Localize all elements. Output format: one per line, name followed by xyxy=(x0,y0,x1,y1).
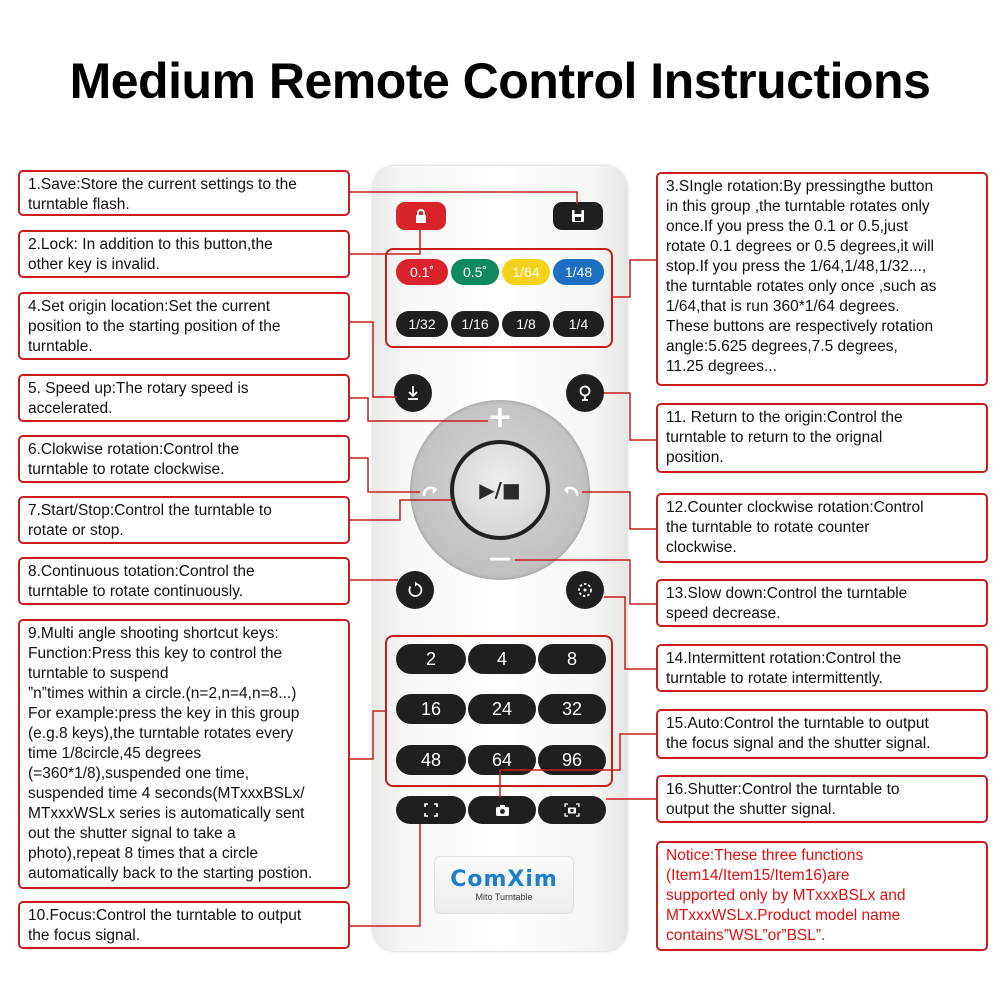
note-lock: 2.Lock: In addition to this button,the o… xyxy=(18,230,350,278)
start-stop-button[interactable]: ▶/■ xyxy=(450,440,550,540)
intermittent-rotation-icon xyxy=(578,583,592,597)
note-multi-angle: 9.Multi angle shooting shortcut keys: Fu… xyxy=(18,619,350,889)
rotate-1-32-button[interactable]: 1/32 xyxy=(396,311,448,337)
note-counter-clockwise: 12.Counter clockwise rotation:Control th… xyxy=(656,493,988,563)
rotate-1-48-button[interactable]: 1/48 xyxy=(553,259,604,285)
multi-angle-32-button[interactable]: 32 xyxy=(538,694,606,724)
camera-icon xyxy=(495,804,509,816)
note-shutter: 16.Shutter:Control the turntable to outp… xyxy=(656,775,988,823)
note-auto: 15.Auto:Control the turntable to output … xyxy=(656,709,988,759)
lock-icon xyxy=(416,209,426,223)
multi-angle-48-button[interactable]: 48 xyxy=(396,745,466,775)
rotate-1-8-button[interactable]: 1/8 xyxy=(502,311,550,337)
return-origin-icon xyxy=(579,385,591,401)
speed-up-button[interactable]: + xyxy=(487,400,513,435)
note-speed-up: 5. Speed up:The rotary speed is accelera… xyxy=(18,374,350,422)
return-origin-button[interactable] xyxy=(566,374,604,412)
slow-down-button[interactable]: — xyxy=(489,546,511,571)
multi-angle-4-button[interactable]: 4 xyxy=(468,644,536,674)
continuous-rotation-button[interactable] xyxy=(396,571,434,609)
focus-button[interactable] xyxy=(396,796,466,824)
multi-angle-16-button[interactable]: 16 xyxy=(396,694,466,724)
multi-angle-64-button[interactable]: 64 xyxy=(468,745,536,775)
multi-angle-group xyxy=(385,635,613,787)
shutter-button[interactable] xyxy=(538,796,606,824)
counter-clockwise-arrow-icon xyxy=(564,486,579,497)
rotate-1-16-button[interactable]: 1/16 xyxy=(451,311,499,337)
note-slow-down: 13.Slow down:Control the turntable speed… xyxy=(656,579,988,627)
intermittent-rotation-button[interactable] xyxy=(566,571,604,609)
floppy-disk-icon xyxy=(572,210,584,222)
rotate-0.5-button[interactable]: 0.5˚ xyxy=(451,259,499,285)
note-return-origin: 11. Return to the origin:Control the tur… xyxy=(656,403,988,473)
focus-icon xyxy=(424,803,438,817)
auto-button[interactable] xyxy=(468,796,536,824)
note-single-rotation: 3.SIngle rotation:By pressingthe button … xyxy=(656,172,988,386)
rotate-1-64-button[interactable]: 1/64 xyxy=(502,259,550,285)
rotate-1-4-button[interactable]: 1/4 xyxy=(553,311,604,337)
page-title: Medium Remote Control Instructions xyxy=(69,53,931,109)
multi-angle-8-button[interactable]: 8 xyxy=(538,644,606,674)
multi-angle-96-button[interactable]: 96 xyxy=(538,745,606,775)
rotate-0.1-button[interactable]: 0.1˚ xyxy=(396,259,448,285)
save-button[interactable] xyxy=(553,202,603,230)
note-notice: Notice:These three functions (Item14/Ite… xyxy=(656,841,988,951)
note-set-origin: 4.Set origin location:Set the current po… xyxy=(18,292,350,360)
model-label: Mito Turntable xyxy=(475,892,533,902)
shutter-camera-icon xyxy=(564,803,580,817)
multi-angle-24-button[interactable]: 24 xyxy=(468,694,536,724)
lock-button[interactable] xyxy=(396,202,446,230)
note-save: 1.Save:Store the current settings to the… xyxy=(18,170,350,216)
note-start-stop: 7.Start/Stop:Control the turntable to ro… xyxy=(18,496,350,544)
clockwise-arrow-icon xyxy=(422,486,437,497)
set-origin-icon xyxy=(408,386,418,400)
continuous-rotation-icon xyxy=(408,581,423,597)
single-rotation-group xyxy=(385,248,613,348)
note-intermittent: 14.Intermittent rotation:Control the tur… xyxy=(656,644,988,692)
multi-angle-2-button[interactable]: 2 xyxy=(396,644,466,674)
note-focus: 10.Focus:Control the turntable to output… xyxy=(18,901,350,949)
note-continuous: 8.Continuous totation:Control the turnta… xyxy=(18,557,350,605)
clockwise-button[interactable] xyxy=(417,478,443,504)
brand-plate: ComXim Mito Turntable xyxy=(434,856,574,914)
brand-name: ComXim xyxy=(450,867,558,892)
set-origin-button[interactable] xyxy=(394,374,432,412)
counter-clockwise-button[interactable] xyxy=(558,478,584,504)
note-clockwise: 6.Clokwise rotation:Control the turntabl… xyxy=(18,435,350,483)
